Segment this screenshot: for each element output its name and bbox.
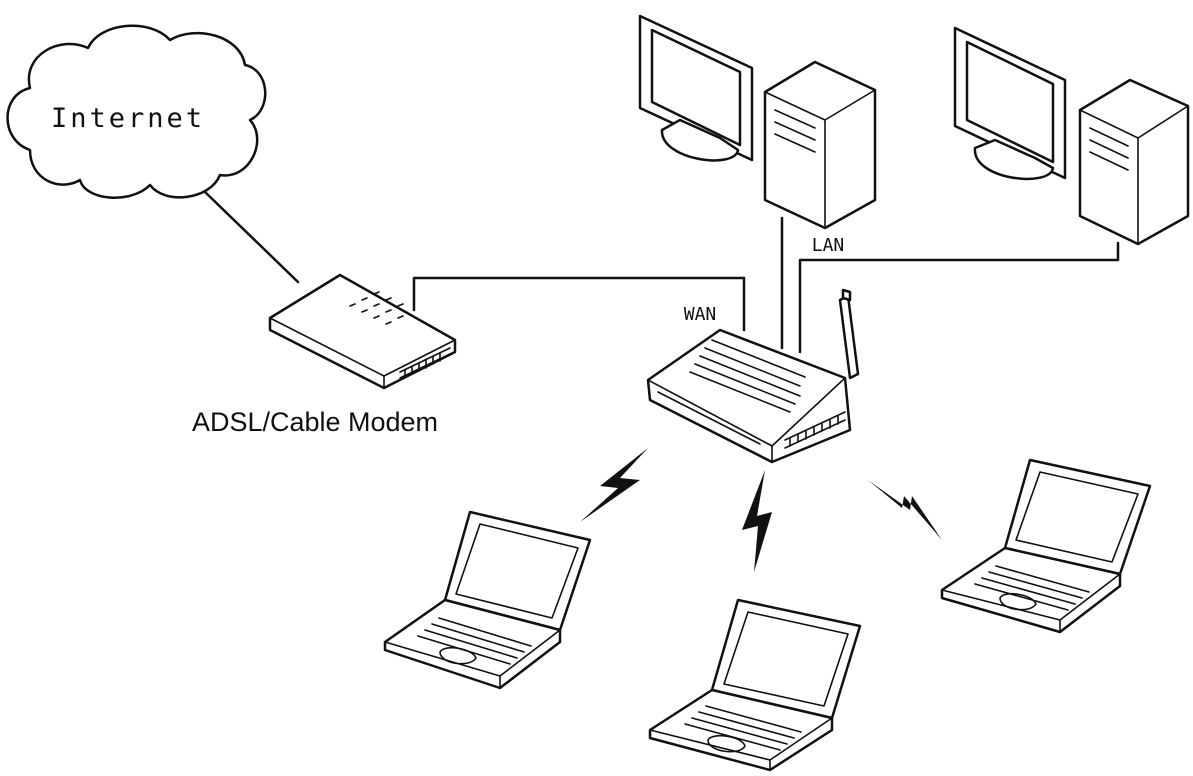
internet-label: Internet bbox=[51, 103, 205, 134]
edge-router-desktop-2 bbox=[798, 241, 1120, 354]
modem-vents bbox=[349, 291, 404, 325]
router-ports bbox=[784, 411, 846, 449]
laptop-icon bbox=[648, 598, 862, 772]
cloud-icon bbox=[6, 24, 267, 199]
laptop-1 bbox=[383, 510, 592, 690]
router bbox=[646, 288, 860, 464]
internet-cloud: Internet bbox=[6, 24, 267, 199]
monitor-icon bbox=[638, 14, 754, 162]
router-vents bbox=[689, 339, 806, 413]
lightning-bolt-icon bbox=[742, 470, 772, 572]
edge-modem-router-wan bbox=[412, 276, 746, 332]
modem bbox=[268, 273, 457, 390]
laptop-icon bbox=[383, 510, 592, 690]
modem-ports bbox=[399, 347, 451, 379]
modem-label: ADSL/Cable Modem bbox=[192, 407, 438, 437]
connections bbox=[203, 190, 1120, 354]
lightning-bolt-icon bbox=[868, 480, 942, 540]
lan-label: LAN bbox=[812, 235, 845, 256]
desktop-1 bbox=[638, 14, 877, 230]
lightning-bolt-icon bbox=[580, 448, 648, 522]
laptop-2 bbox=[648, 598, 862, 772]
desktop-2 bbox=[953, 26, 1190, 246]
monitor-icon bbox=[953, 26, 1067, 181]
wireless-links bbox=[580, 448, 942, 572]
wan-label: WAN bbox=[684, 304, 717, 325]
laptop-3 bbox=[940, 458, 1152, 634]
edge-internet-modem bbox=[203, 190, 300, 284]
tower-icon bbox=[763, 60, 877, 230]
laptop-icon bbox=[940, 458, 1152, 634]
antenna-icon bbox=[838, 288, 860, 380]
tower-icon bbox=[1078, 78, 1190, 246]
